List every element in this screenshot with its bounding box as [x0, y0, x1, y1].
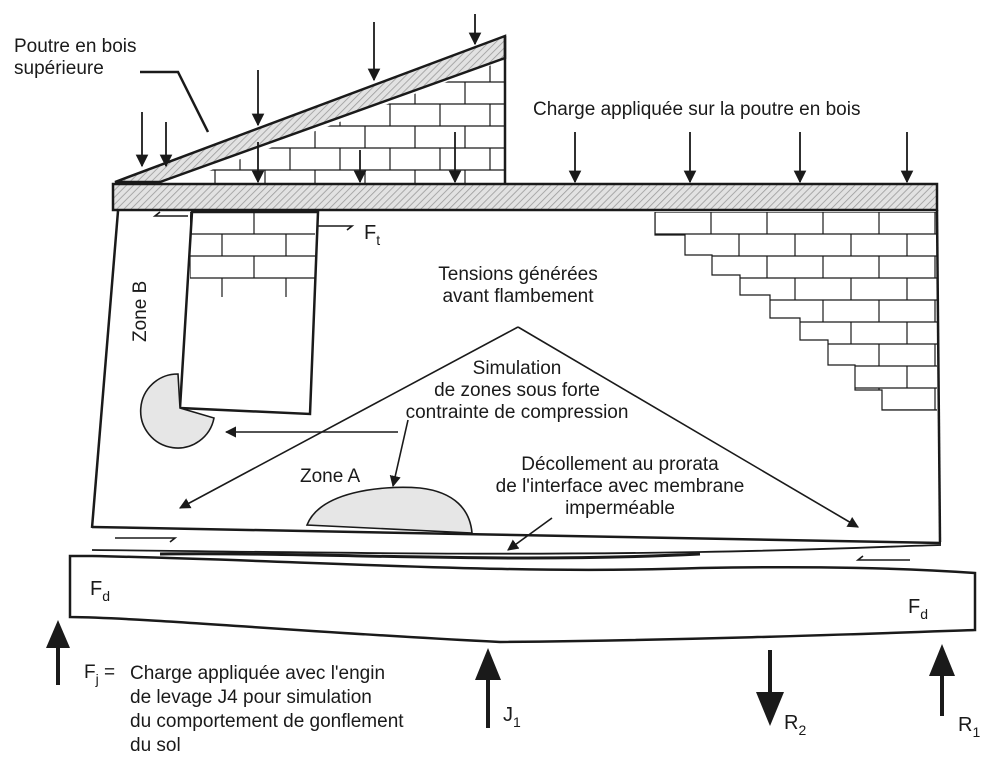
membrane-interface: [91, 525, 942, 561]
compression-bubble-a: [305, 486, 473, 534]
zone-a-label: Zone A: [300, 466, 361, 487]
horizontal-timber-beam: [111, 182, 939, 212]
ft-arrows: [152, 211, 355, 231]
zone-b-label: Zone B: [130, 280, 151, 342]
ft-label: Ft: [364, 222, 381, 248]
tensions-label: Tensions générées avant flambement: [438, 264, 598, 307]
compression-bubble-b: [139, 373, 215, 449]
fj-description: Charge appliquée avec l'engin de levage …: [130, 663, 404, 756]
gable-brickwork: [190, 60, 505, 183]
simulation-label: Simulation de zones sous forte contraint…: [405, 358, 629, 423]
support-arrowheads: [46, 620, 955, 726]
load-on-beam-label: Charge appliquée sur la poutre en bois: [533, 99, 861, 120]
masonry-wall: [90, 209, 942, 543]
foundation-slab: [68, 554, 977, 644]
zone-b-opening: [178, 210, 320, 416]
fd-left-label: Fd: [90, 578, 111, 604]
decollement-label: Décollement au prorata de l'interface av…: [495, 454, 745, 519]
fj-label: Fj =: [84, 662, 116, 687]
stepped-brickwork: [655, 212, 937, 410]
r1-label: R1: [958, 714, 981, 740]
r2-label: R2: [784, 712, 807, 738]
j1-label: J1: [503, 704, 521, 730]
sloped-timber-beam: [114, 34, 507, 184]
fd-right-label: Fd: [908, 596, 929, 622]
simulation-arrows: [224, 419, 409, 488]
upper-beam-label: Poutre en bois supérieure: [14, 36, 137, 79]
tension-arrows: [179, 326, 859, 528]
decollement-arrow: [507, 517, 553, 551]
upper-beam-leader: [140, 70, 210, 133]
applied-load-arrows: [135, 14, 914, 184]
